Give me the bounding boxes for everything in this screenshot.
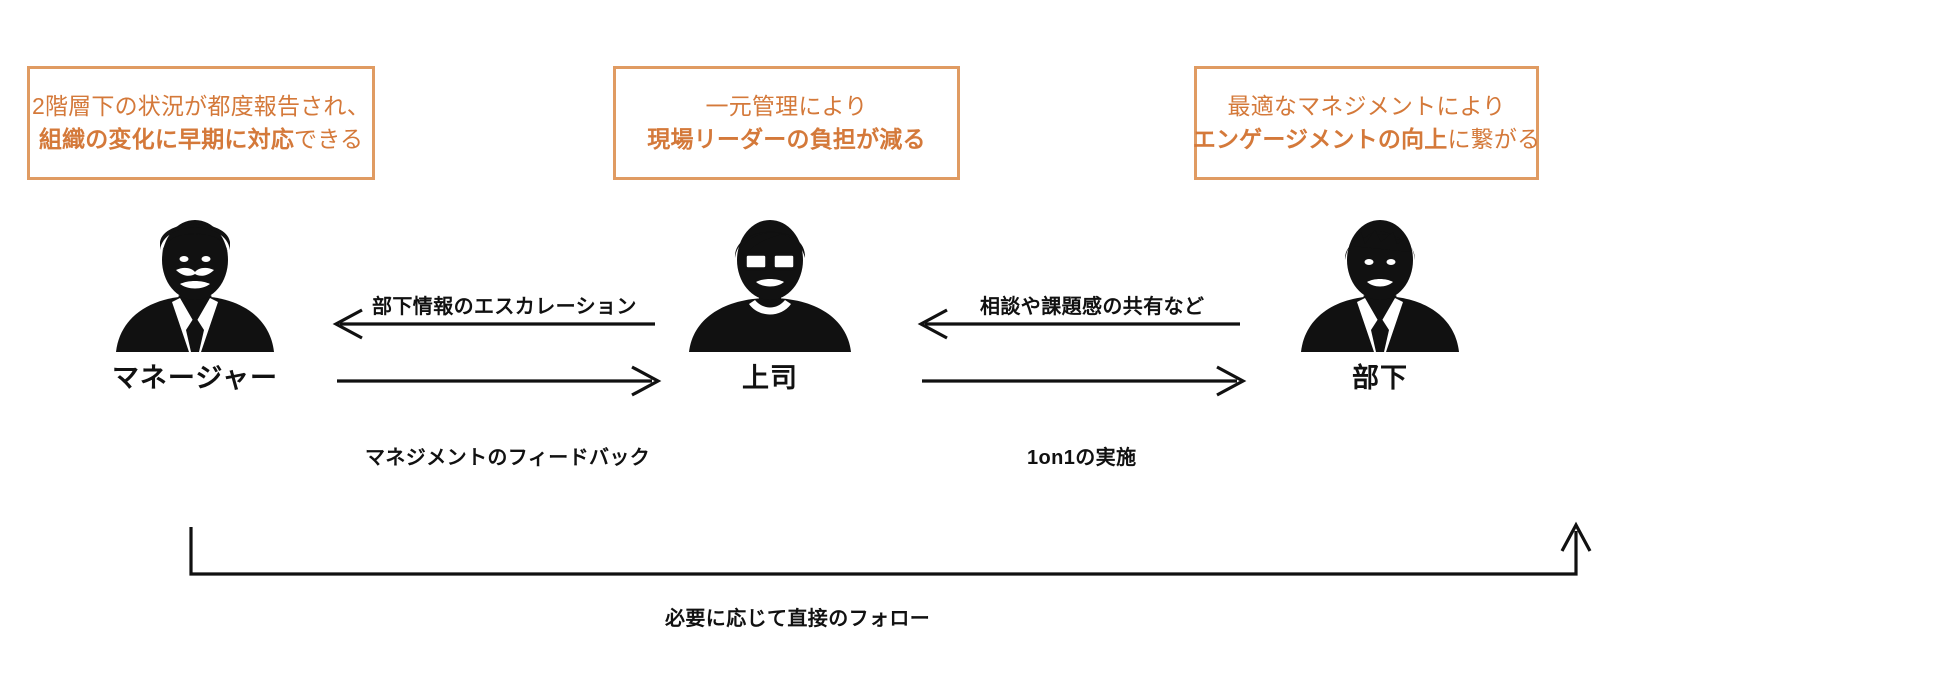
callout-line-2-bold: 現場リーダーの負担が減る	[647, 126, 926, 152]
callout-line-2-bold: 組織の変化に早期に対応	[38, 126, 295, 152]
arrow-follow-line	[189, 527, 1578, 576]
arrow-label-follow: 必要に応じて直接のフォロー	[665, 608, 931, 630]
person-name: マネージャー	[111, 363, 279, 393]
arrow-label-feedback: マネジメントのフィードバック	[365, 447, 651, 469]
arrow-share-head	[917, 308, 948, 340]
callout-line-2-rest: できる	[294, 126, 364, 152]
callout-box-engagement: 最適なマネジメントにより エンゲージメントの向上に繋がる	[1193, 66, 1541, 180]
callout-line-2: 現場リーダーの負担が減る	[647, 123, 925, 156]
callout-box-leader-burden: 一元管理により 現場リーダーの負担が減る	[613, 66, 960, 180]
callout-line-2-bold: エンゲージメントの向上	[1192, 126, 1448, 152]
callout-line-2: 組織の変化に早期に対応できる	[39, 123, 363, 156]
person-manager-icon	[116, 220, 274, 352]
arrow-escalation-head	[332, 308, 363, 340]
callout-line-1: 一元管理により	[705, 93, 868, 120]
callout-line-1: 最適なマネジメントにより	[1227, 93, 1506, 120]
callout-line-2-rest: に繋がる	[1447, 126, 1541, 152]
arrow-oneonone-head	[1216, 365, 1247, 397]
callout-line-2: エンゲージメントの向上に繋がる	[1193, 123, 1541, 156]
person-name: 部下	[1352, 363, 1408, 393]
callout-line-1: 2階層下の状況が都度報告され、	[31, 93, 371, 120]
person-subordinate-icon	[1301, 220, 1459, 352]
arrow-label-oneonone: 1on1の実施	[1027, 447, 1137, 469]
callout-box-organization-change: 2階層下の状況が都度報告され、 組織の変化に早期に対応できる	[27, 66, 375, 180]
arrow-label-escalation: 部下情報のエスカレーション	[372, 296, 637, 318]
arrow-label-share: 相談や課題感の共有など	[980, 296, 1205, 318]
arrow-follow-head	[1560, 521, 1592, 552]
person-manager: マネージャー	[80, 212, 310, 395]
person-boss-icon	[689, 220, 851, 352]
person-subordinate: 部下	[1265, 212, 1495, 395]
person-boss: 上司	[655, 212, 885, 395]
person-name: 上司	[742, 363, 798, 393]
